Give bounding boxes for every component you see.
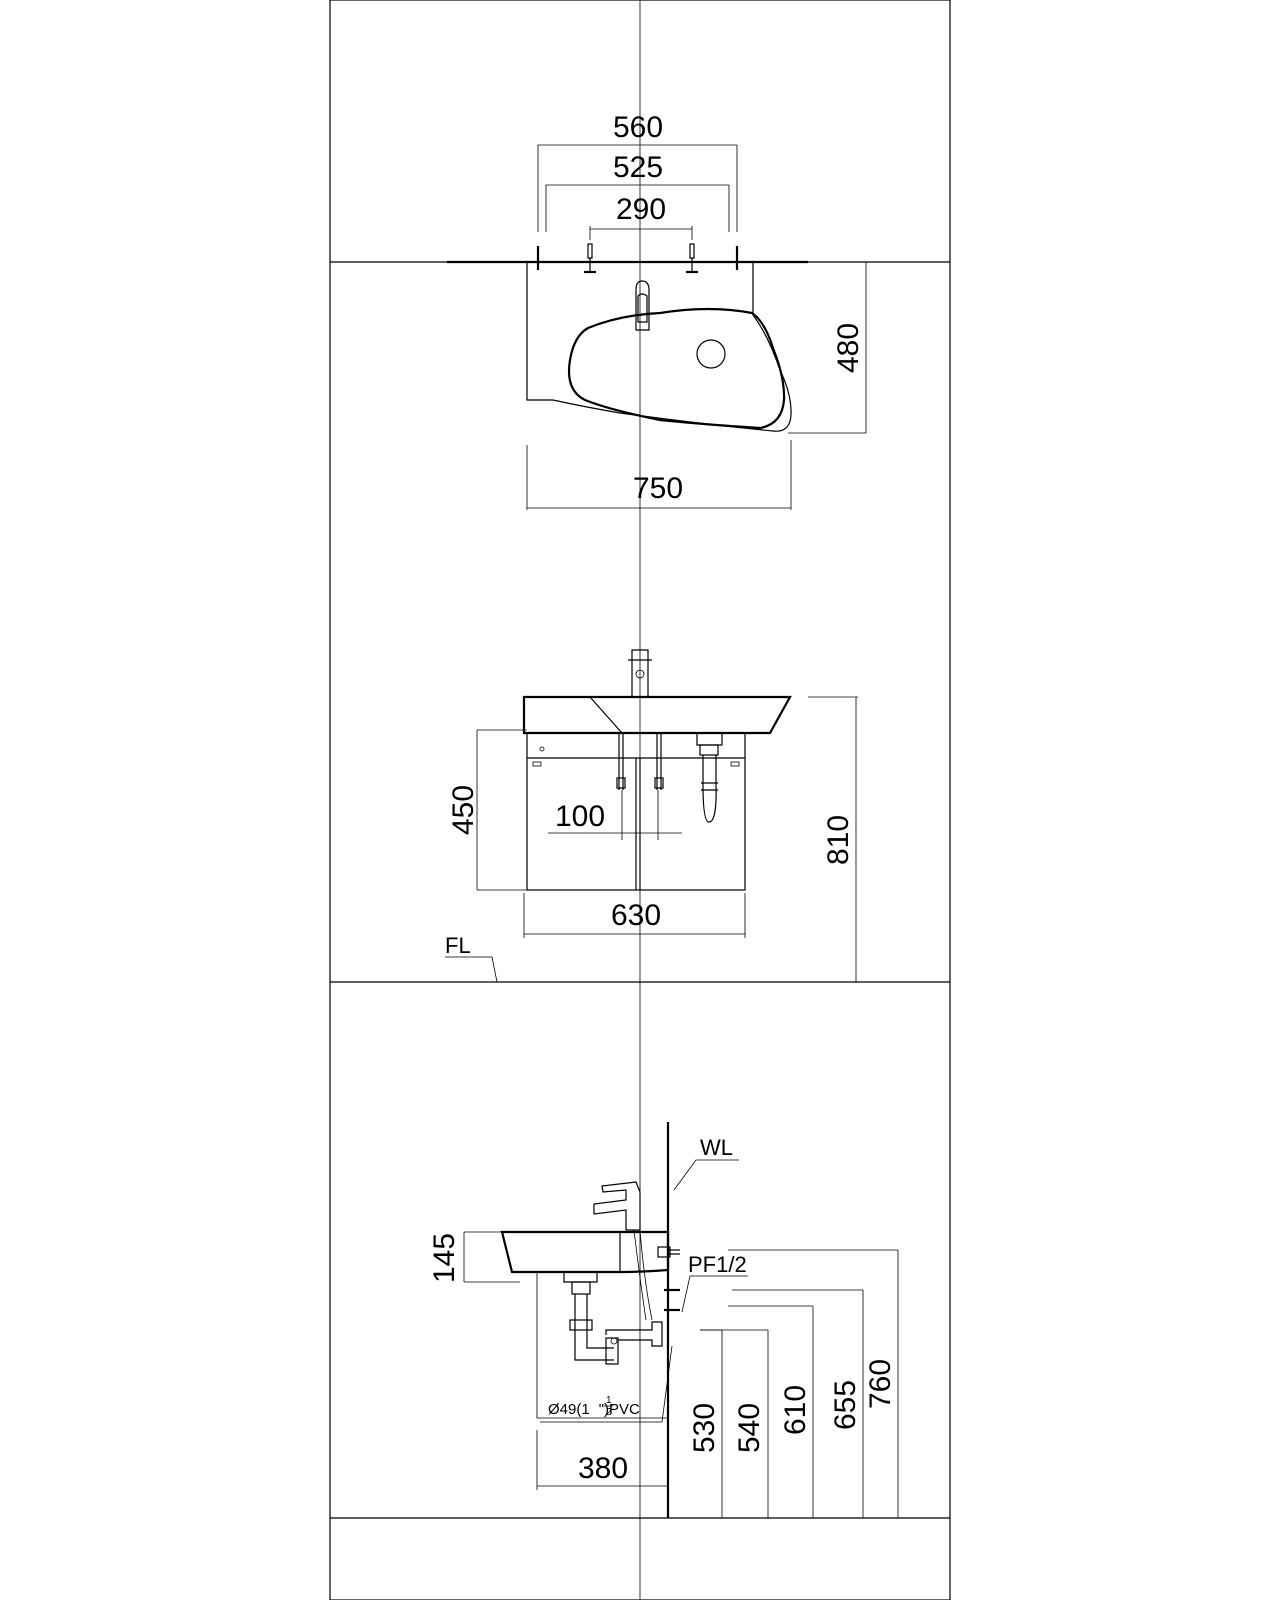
dim-610: 610: [779, 1385, 812, 1435]
basin-outline-top: [526, 262, 792, 432]
supply-label: PF1/2: [688, 1252, 747, 1277]
dim-100: 100: [555, 800, 605, 833]
dim-525: 525: [613, 151, 663, 184]
dim-380: 380: [578, 1452, 628, 1485]
floor-label: FL: [445, 933, 471, 958]
dim-760: 760: [864, 1359, 897, 1409]
dim-290: 290: [616, 193, 666, 226]
dim-145: 145: [428, 1233, 461, 1283]
basin-front: [522, 695, 792, 735]
dim-540: 540: [733, 1403, 766, 1453]
drain-label-fraction-den: 2: [606, 1407, 612, 1418]
dim-450: 450: [447, 785, 480, 835]
dim-530: 530: [688, 1403, 721, 1453]
drain-label: Ø49(1")PVC: [548, 1401, 640, 1418]
dim-655: 655: [829, 1380, 862, 1430]
drain-trap-front: [696, 733, 723, 746]
dim-810: 810: [822, 815, 855, 865]
dim-560: 560: [613, 111, 663, 144]
faucet-top-icon: [635, 280, 650, 331]
bowl-outline: [567, 307, 786, 430]
faucet-side-icon: [593, 1181, 641, 1231]
faucet-front-icon: [631, 649, 649, 697]
wall-label: WL: [700, 1135, 733, 1160]
drain-label-fraction-num: 1: [606, 1395, 612, 1406]
dim-480: 480: [832, 323, 865, 373]
basin-side: [500, 1230, 670, 1274]
drain-icon: [696, 339, 726, 369]
side-view: WL 145 PF1/2 Ø49(1")PVC: [428, 1122, 900, 1519]
front-view: 100 450 630 810 FL: [445, 649, 858, 983]
dim-750: 750: [633, 472, 683, 505]
drain-trap-side: [563, 1272, 598, 1283]
dim-630: 630: [611, 899, 661, 932]
top-view: 560 525 290 480: [447, 111, 867, 510]
